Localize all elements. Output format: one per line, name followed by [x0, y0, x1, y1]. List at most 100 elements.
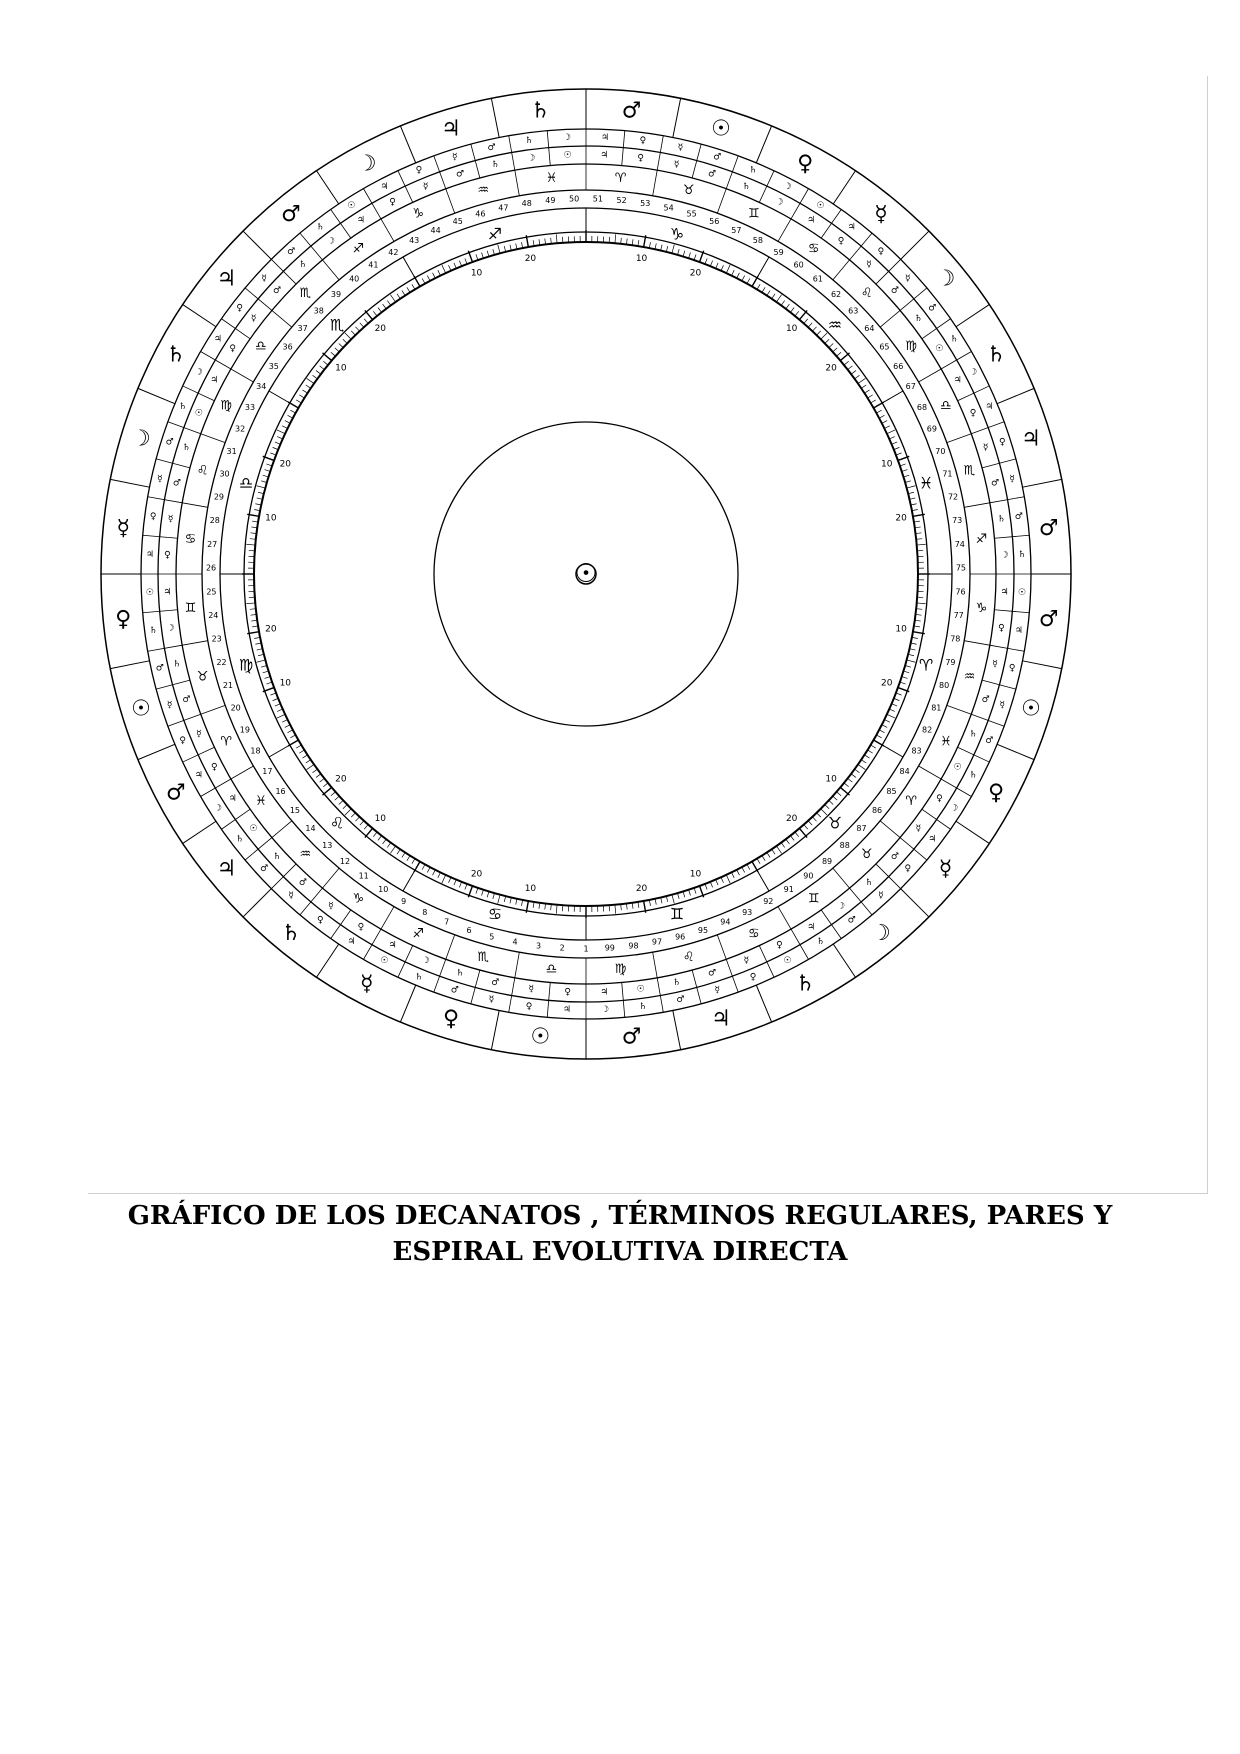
- degree-label-20: 20: [335, 775, 347, 785]
- degree-label-10: 10: [881, 460, 893, 470]
- degree-label-10: 10: [525, 884, 537, 894]
- degree-tick: [798, 827, 808, 838]
- degree-tick: [864, 754, 870, 759]
- ruler-sector-divider: [672, 1010, 682, 1050]
- inner-sign-glyph: ♑: [670, 224, 684, 243]
- pair-number: 10: [378, 885, 388, 894]
- term-cell-divider: [167, 421, 201, 435]
- term-glyph-inner: ♄: [456, 969, 464, 979]
- pair-number: 67: [906, 382, 916, 391]
- degree-tick: [893, 447, 900, 450]
- pair-number: 89: [822, 857, 832, 866]
- sign-cell-divider: [946, 704, 972, 715]
- term-glyph-inner: ♃: [807, 922, 815, 932]
- inner-sign-divider: [402, 869, 416, 892]
- pair-number: 1: [583, 945, 588, 954]
- center-sun-symbol: ☉: [574, 559, 597, 589]
- degree-tick: [614, 234, 617, 244]
- term-glyph-inner: ♀: [998, 624, 1005, 634]
- degree-tick: [282, 719, 288, 723]
- degree-tick: [252, 520, 259, 523]
- term-glyph-inner: ♄: [914, 314, 922, 324]
- degree-tick: [364, 310, 374, 321]
- term-glyph-outer: ♃: [146, 550, 154, 560]
- degree-tick: [359, 820, 365, 826]
- degree-tick: [915, 532, 922, 534]
- degree-tick: [459, 260, 462, 267]
- degree-tick: [287, 729, 294, 733]
- degree-tick: [637, 901, 640, 908]
- term-glyph-outer: ♃: [214, 334, 222, 344]
- degree-tick: [330, 791, 336, 797]
- term-cell-divider: [656, 977, 664, 1013]
- degree-tick: [870, 744, 876, 749]
- term-glyph-outer: ☽: [950, 804, 958, 814]
- degree-tick: [720, 265, 724, 271]
- term-glyph-inner: ♃: [388, 941, 396, 951]
- degree-tick: [246, 543, 256, 546]
- degree-tick: [626, 903, 628, 910]
- degree-tick: [323, 782, 329, 787]
- term-glyph-inner: ♃: [1001, 587, 1009, 597]
- degree-tick: [736, 869, 740, 876]
- degree-tick: [857, 764, 866, 770]
- degree-tick: [323, 361, 329, 366]
- pair-number: 62: [831, 290, 841, 299]
- degree-tick: [891, 703, 898, 707]
- ruler-glyph: ♃: [217, 856, 237, 881]
- degree-tick: [884, 425, 890, 429]
- term-glyph-outer: ♃: [928, 835, 936, 845]
- pair-number: 38: [314, 306, 324, 315]
- sign-glyph: ♏: [299, 286, 311, 301]
- degree-tick: [771, 293, 776, 299]
- term-cell-divider: [147, 644, 183, 652]
- degree-tick: [299, 749, 305, 754]
- degree-tick: [262, 474, 269, 478]
- degree-tick: [287, 739, 299, 747]
- degree-tick: [915, 614, 922, 616]
- degree-tick: [411, 284, 416, 290]
- ruler-sector-divider: [110, 478, 150, 488]
- pair-number: 70: [935, 447, 945, 456]
- pair-number: 82: [922, 725, 932, 734]
- term-glyph-outer: ♄: [639, 1002, 647, 1012]
- degree-tick: [521, 242, 523, 249]
- degree-tick: [905, 665, 912, 668]
- inner-sign-divider: [268, 744, 291, 758]
- degree-tick: [555, 234, 558, 244]
- term-glyph-outer: ♄: [415, 972, 423, 982]
- degree-tick: [766, 290, 771, 296]
- degree-tick: [299, 394, 305, 399]
- degree-label-20: 20: [375, 324, 387, 334]
- pair-number: 16: [275, 787, 285, 796]
- pair-number: 23: [212, 635, 222, 644]
- degree-tick: [322, 786, 333, 796]
- degree-tick: [264, 469, 271, 472]
- sign-glyph: ♑: [976, 601, 988, 616]
- pair-number: 79: [945, 658, 955, 667]
- degree-tick: [296, 744, 302, 749]
- term-glyph-outer: ♃: [347, 937, 355, 947]
- sign-cell-divider: [271, 820, 293, 838]
- ruler-sector-divider: [490, 1010, 500, 1050]
- pair-number: 13: [322, 841, 332, 850]
- term-cell-divider: [271, 259, 297, 285]
- degree-tick: [334, 347, 340, 353]
- degree-tick: [794, 831, 799, 837]
- term-glyph-inner: ♃: [600, 150, 608, 160]
- term-cell-divider: [790, 928, 809, 960]
- degree-tick: [406, 855, 411, 861]
- inner-sign-glyph: ♍: [239, 656, 253, 675]
- sign-glyph: ♒: [477, 183, 489, 198]
- degree-tick: [390, 845, 396, 854]
- degree-tick: [344, 808, 352, 816]
- term-cell-divider: [330, 209, 352, 239]
- term-glyph-outer: ♄: [236, 835, 244, 845]
- degree-tick: [249, 608, 256, 610]
- sign-glyph: ♎: [546, 962, 558, 977]
- ruler-sector-divider: [316, 943, 340, 978]
- sign-cell-divider: [652, 952, 658, 978]
- degree-tick: [642, 235, 647, 248]
- degree-tick: [715, 262, 719, 269]
- ruler-glyph: ♀: [443, 1006, 459, 1031]
